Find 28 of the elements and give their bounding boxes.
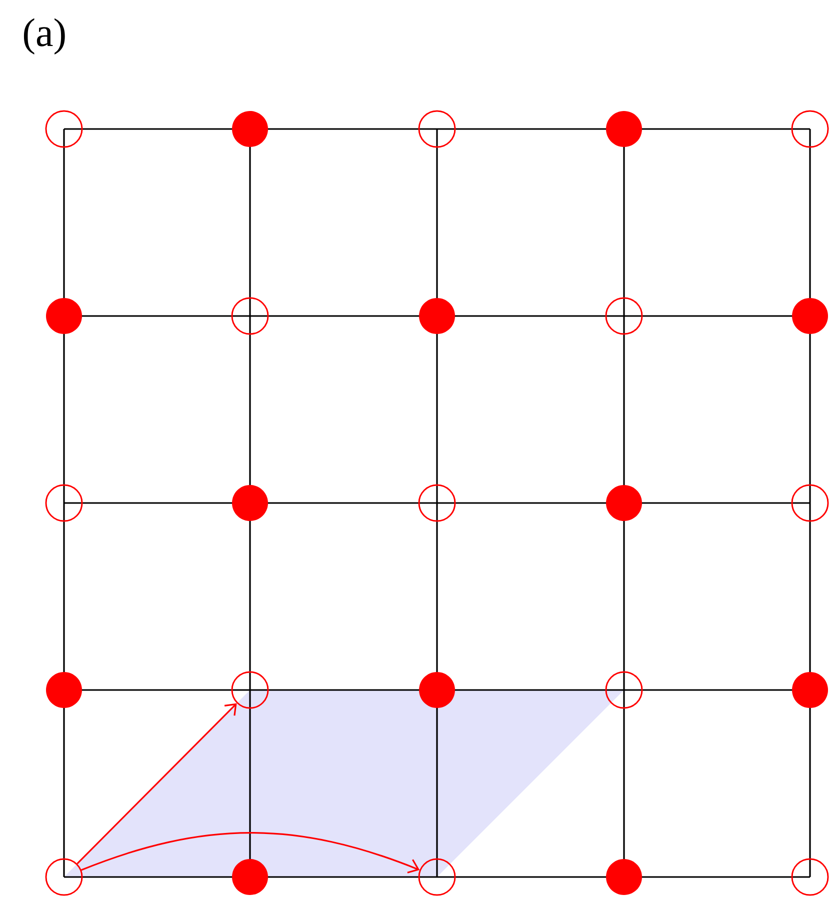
filled-dot xyxy=(606,859,642,895)
arrow xyxy=(81,832,420,874)
open-circle xyxy=(231,297,269,335)
filled-dot xyxy=(419,672,455,708)
open-circle xyxy=(418,484,456,522)
open-circle xyxy=(231,671,269,709)
arrow xyxy=(76,703,237,864)
filled-dot xyxy=(46,672,82,708)
open-circle xyxy=(418,110,456,148)
filled-dot xyxy=(232,859,268,895)
open-circle xyxy=(791,484,829,522)
filled-dot xyxy=(232,111,268,147)
open-circle xyxy=(45,858,83,896)
open-circle xyxy=(791,110,829,148)
open-circle xyxy=(605,297,643,335)
open-circle xyxy=(605,671,643,709)
filled-dot xyxy=(792,298,828,334)
open-circle xyxy=(418,858,456,896)
filled-dot xyxy=(232,485,268,521)
open-circle xyxy=(791,858,829,896)
open-circle xyxy=(45,484,83,522)
panel-label: (a) xyxy=(24,18,65,54)
filled-dot xyxy=(792,672,828,708)
filled-dot xyxy=(46,298,82,334)
open-circle xyxy=(45,110,83,148)
filled-dot xyxy=(606,111,642,147)
filled-dot xyxy=(419,298,455,334)
filled-dot xyxy=(606,485,642,521)
